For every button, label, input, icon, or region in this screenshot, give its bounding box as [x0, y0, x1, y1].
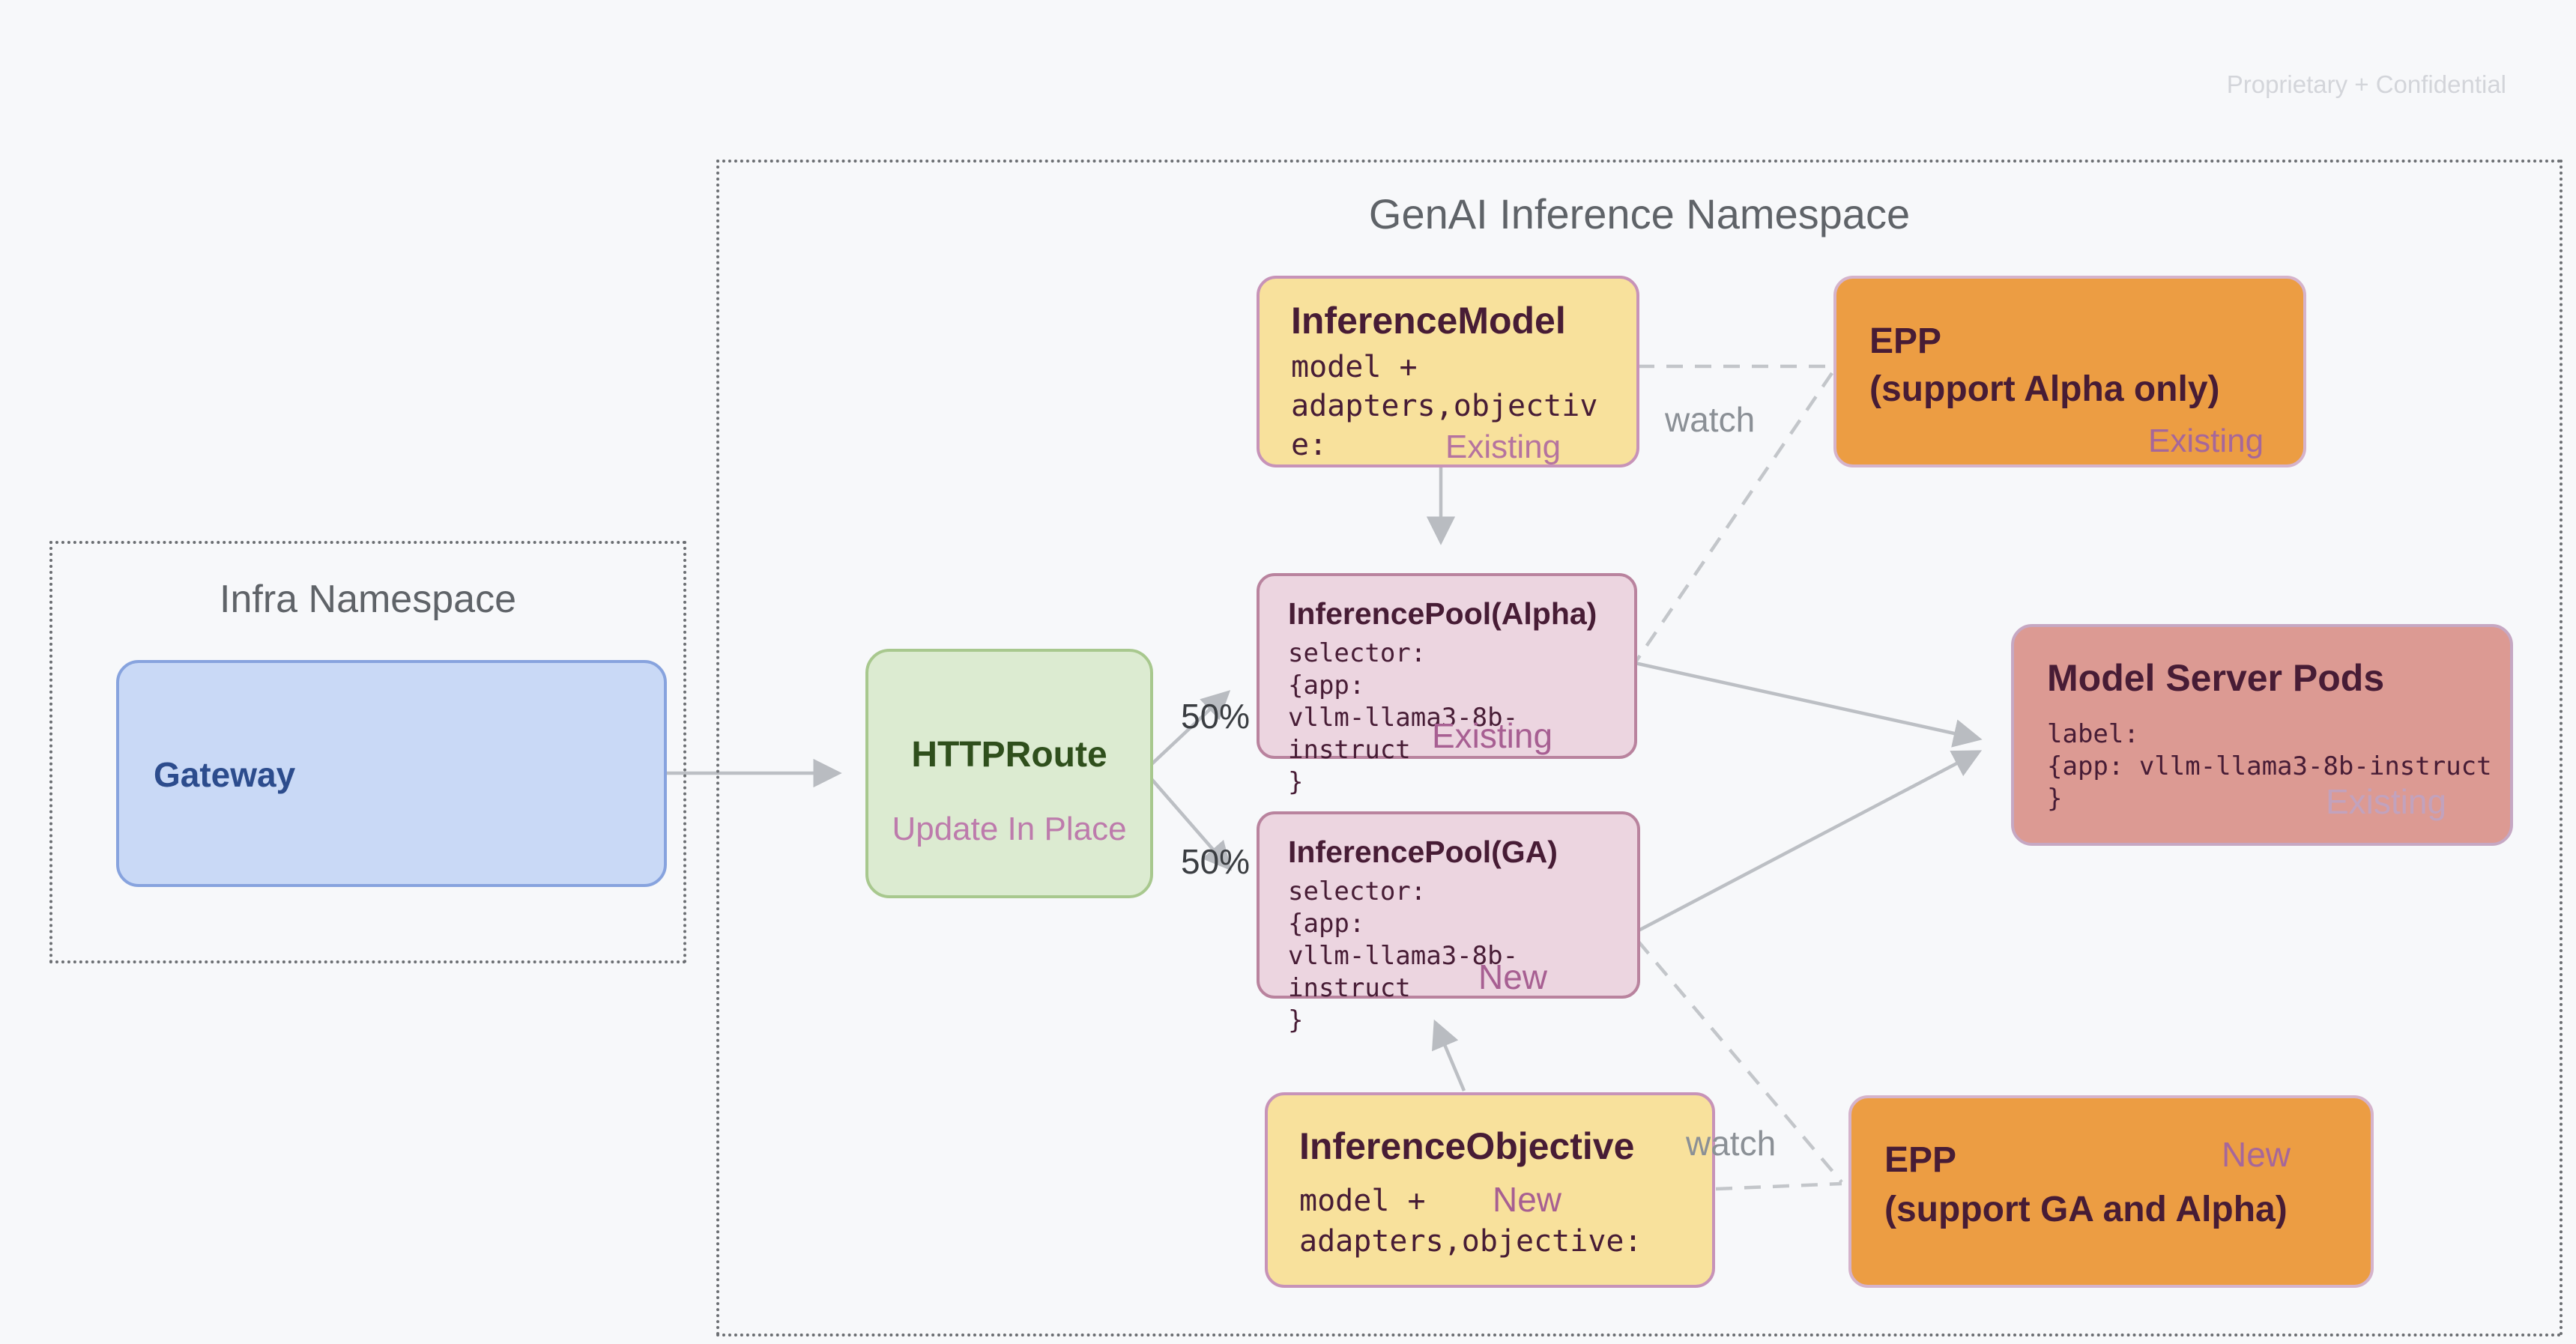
- epp-alpha-node-title: EPP (support Alpha only): [1869, 321, 2220, 409]
- epp-ga-node: EPP (support GA and Alpha) New: [1848, 1095, 2374, 1288]
- edge-watch-epp-alpha-pool-alpha: [1633, 372, 1833, 665]
- gateway-node-title: Gateway: [154, 755, 296, 794]
- traffic-split-bottom-label: 50%: [1181, 842, 1251, 881]
- edge-pool-alpha-to-model-server-pods: [1634, 661, 1983, 748]
- epp-ga-node-title: EPP (support GA and Alpha): [1884, 1140, 2288, 1229]
- traffic-split-top-label: 50%: [1181, 697, 1251, 736]
- epp-alpha-node: EPP (support Alpha only) Existing: [1833, 276, 2306, 467]
- edge-httproute-to-pool-ga: [1150, 778, 1232, 871]
- model-server-pods-node: Model Server Pods label: {app: vllm-llam…: [2011, 624, 2513, 846]
- inference-model-node-body: model + adapters,objectiv e:: [1291, 350, 1598, 462]
- edge-watch-inferenceobjective-epp-ga: [1715, 1181, 1842, 1191]
- inference-objective-node-title: InferenceObjective: [1299, 1125, 1635, 1167]
- inference-pool-alpha-node-title: InferencePool(Alpha): [1288, 596, 1597, 631]
- edge-httproute-to-pool-alpha: [1150, 690, 1231, 766]
- gateway-node: Gateway: [116, 660, 667, 887]
- inference-model-node-title: InferenceModel: [1291, 300, 1566, 342]
- inference-model-node: InferenceModel model + adapters,objectiv…: [1257, 276, 1639, 467]
- inference-pool-ga-node: InferencePool(GA) selector: {app: vllm-l…: [1257, 811, 1640, 1035]
- status-badge: Existing: [2148, 423, 2264, 459]
- edge-pool-ga-to-model-server-pods: [1636, 750, 1983, 933]
- status-badge: New: [2222, 1135, 2291, 1174]
- inference-pool-ga-node-body: selector: {app: vllm-llama3-8b-instruct …: [1288, 877, 1519, 1035]
- inference-objective-node-body-line1: model +: [1299, 1184, 1426, 1218]
- status-badge: Existing: [1445, 429, 1561, 465]
- httproute-node: HTTPRoute Update In Place: [865, 649, 1153, 898]
- status-badge: New: [1493, 1180, 1562, 1219]
- confidential-note: Proprietary + Confidential: [2226, 70, 2506, 98]
- infra-namespace-container: Infra Namespace Gateway: [49, 541, 686, 963]
- model-server-pods-node-title: Model Server Pods: [2047, 657, 2385, 699]
- inference-objective-node-body-line2: adapters,objective:: [1299, 1224, 1642, 1259]
- edge-inferenceobjective-to-pool-ga: [1432, 1019, 1466, 1092]
- inference-pool-ga-node-title: InferencePool(GA): [1288, 835, 1558, 869]
- genai-namespace-title: GenAI Inference Namespace: [1368, 190, 1911, 237]
- status-badge: Existing: [2326, 782, 2447, 821]
- infra-namespace-title: Infra Namespace: [220, 578, 516, 621]
- httproute-node-title: HTTPRoute: [911, 735, 1107, 775]
- inference-pool-alpha-node: InferencePool(Alpha) selector: {app: vll…: [1257, 573, 1637, 797]
- status-badge: Existing: [1432, 716, 1553, 755]
- status-badge: New: [1478, 957, 1548, 996]
- watch-top-label: watch: [1665, 400, 1756, 439]
- model-server-pods-node-body: label: {app: vllm-llama3-8b-instruct }: [2047, 719, 2492, 814]
- edge-watch-epp-ga-pool-ga: [1636, 939, 1843, 1184]
- inference-objective-node: InferenceObjective model + New adapters,…: [1265, 1092, 1715, 1288]
- inference-pool-alpha-node-body: selector: {app: vllm-llama3-8b-instruct …: [1288, 638, 1519, 797]
- watch-bottom-label: watch: [1686, 1124, 1777, 1163]
- httproute-update-in-place-label: Update In Place: [892, 811, 1127, 847]
- genai-namespace-container: GenAI Inference Namespace HTTPRoute Upda…: [716, 160, 2563, 1337]
